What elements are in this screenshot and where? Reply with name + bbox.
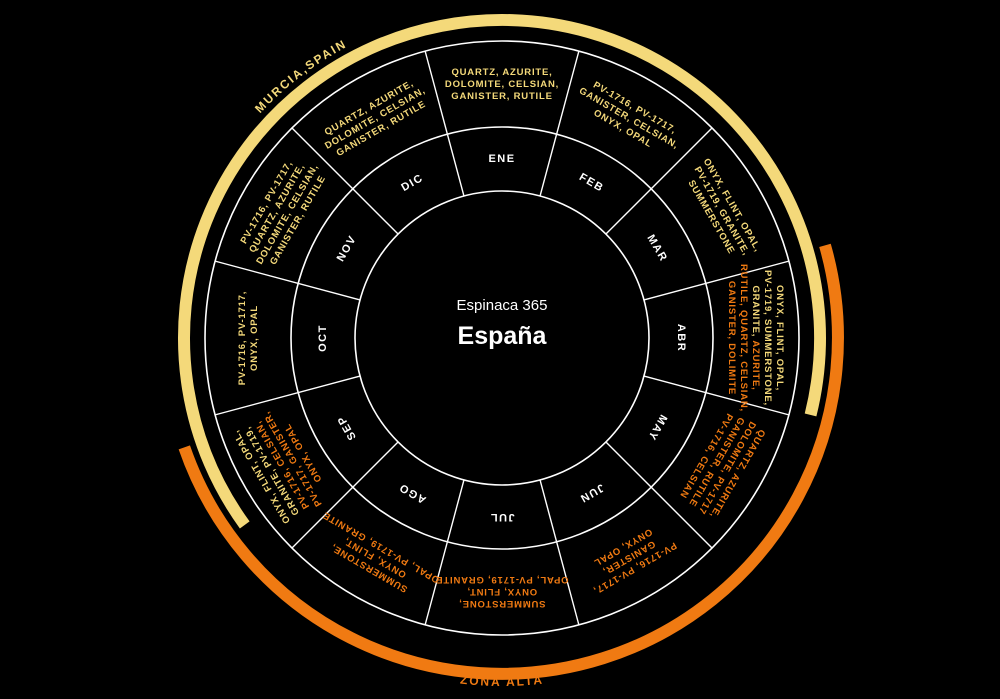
variety-line: ONYX, FLINT, OPAL, <box>775 285 786 391</box>
center-title: España <box>458 322 548 350</box>
segment-divider <box>424 479 465 626</box>
outer-circle <box>204 40 800 636</box>
center-subtitle: Espinaca 365 <box>457 297 548 314</box>
segment-divider <box>424 50 465 197</box>
segment-abr: ONYX, FLINT, OPAL,PV-1719, SUMMERSTONE,G… <box>727 264 786 412</box>
inner-circle <box>354 190 650 486</box>
segment-divider <box>291 441 399 549</box>
variety-line: PV-1716, PV-1717, <box>237 291 248 385</box>
month-label-abr: ABR <box>675 324 687 352</box>
segment-divider <box>539 479 580 626</box>
month-label-jun: JUN <box>577 481 606 505</box>
zona_alta-ring-label: ZONA ALTA <box>459 673 544 690</box>
segment-ago: SUMMERSTONE,ONYX, FLINT,OPAL, PV-1719, G… <box>321 510 442 595</box>
month-label-ene: ENE <box>488 153 515 165</box>
variety-line: QUARTZ, AZURITE, <box>451 67 552 78</box>
zona_alta-ring-band <box>178 243 844 680</box>
month-label-oct: OCT <box>317 324 329 352</box>
segment-divider <box>643 375 790 416</box>
segment-nov: PV-1716, PV-1717,QUARTZ, AZURITE,DOLOMIT… <box>238 158 328 266</box>
variety-line: ONYX, OPAL <box>249 305 260 371</box>
segment-divider <box>214 260 361 301</box>
segment-ene: QUARTZ, AZURITE,DOLOMITE, CELSIAN,GANIST… <box>445 67 559 102</box>
month-label-feb: FEB <box>577 171 606 195</box>
segment-divider <box>539 50 580 197</box>
segment-divider <box>605 441 713 549</box>
segment-sep: ONYX, FLINT, OPAL,GRANITE, PV-1719,PV-17… <box>230 410 324 526</box>
month-label-sep: SEP <box>335 413 359 442</box>
month-label-mar: MAR <box>644 233 669 265</box>
variety-line: ONYX, FLINT, <box>467 587 537 598</box>
month-label-may: MAY <box>645 412 669 442</box>
month-label-jul: JUL <box>489 511 514 523</box>
segment-divider <box>291 127 399 235</box>
variety-line: OPAL, PV-1719, GRANITE <box>435 575 568 586</box>
segment-jul: SUMMERSTONE,ONYX, FLINT,OPAL, PV-1719, G… <box>435 575 568 610</box>
segment-dic: QUARTZ, AZURITE,DOLOMITE, CELSIAN,GANIST… <box>322 78 427 159</box>
variety-line: GANISTER, DOLIMITE <box>727 281 738 395</box>
murcia-ring-label: MURCIA,SPAIN <box>252 37 349 116</box>
variety-line: SUMMERSTONE, <box>458 599 545 610</box>
variety-line: PV-1719, SUMMERSTONE, <box>763 270 774 406</box>
murcia-ring-band <box>178 14 826 529</box>
month-label-ago: AGO <box>397 480 429 505</box>
wheel-structure <box>204 40 800 636</box>
month-label-nov: NOV <box>335 233 360 264</box>
segment-divider <box>214 375 361 416</box>
segment-feb: PV-1716, PV-1717,GANISTER, CELSIAN,ONYX,… <box>577 79 680 151</box>
month-label-dic: DIC <box>399 172 425 194</box>
variety-line: GANISTER, RUTILE <box>451 91 552 102</box>
segment-may: QUARTZ, AZURITE,DOLOMITE, PV-1717GANISTE… <box>678 412 768 521</box>
segment-oct: PV-1716, PV-1717,ONYX, OPAL <box>237 291 260 385</box>
month-ring-circle <box>290 126 714 550</box>
segment-jun: PV-1716, PV-1717,GANISTER,ONYX, OPAL <box>591 526 678 596</box>
variety-line: DOLOMITE, CELSIAN, <box>445 79 559 90</box>
variety-line: RUTILE, QUARTZ, CELSIAN, <box>739 264 750 412</box>
segment-divider <box>605 127 713 235</box>
segment-divider <box>643 260 790 301</box>
variety-line: GRANITE, AZURITE, <box>751 285 762 390</box>
